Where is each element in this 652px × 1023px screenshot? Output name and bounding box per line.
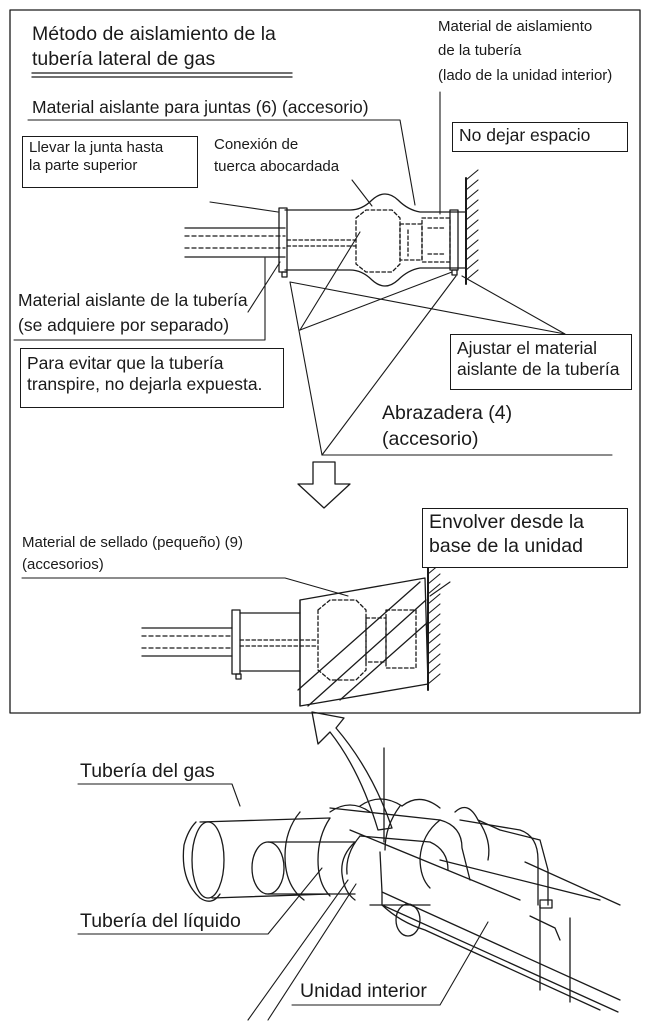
label-no-gap: No dejar espacio — [459, 125, 591, 145]
label-avoid-condensation-2: transpire, no dejarla expuesta. — [27, 374, 263, 395]
panel-frame — [9, 9, 641, 714]
label-flare-nut-2: tuerca abocardada — [214, 158, 340, 175]
label-indoor-unit: Unidad interior — [300, 980, 427, 1002]
label-bring-joint-top-1: Llevar la junta hasta — [29, 139, 164, 156]
label-adjust-insulation-1: Ajustar el material — [457, 338, 598, 358]
label-flare-nut-1: Conexión de — [214, 136, 299, 153]
label-liquid-pipe: Tubería del líquido — [80, 910, 241, 932]
label-adjust-insulation-2: aislante de la tubería — [457, 359, 620, 380]
label-box-no-gap: No dejar espacio — [452, 122, 628, 152]
down-arrow-icon — [297, 461, 351, 509]
upper-pipe-detail — [184, 169, 479, 287]
label-pipe-insulation-separate-1: Material aislante de la tubería — [18, 290, 248, 310]
lower-pipe-detail — [141, 563, 441, 707]
label-pipe-insulation-indoor-1: Material de aislamiento — [438, 18, 593, 35]
diagram-title-line2: tubería lateral de gas — [32, 48, 216, 70]
label-box-bring-joint-top: Llevar la junta hasta la parte superior — [22, 136, 198, 188]
label-box-wrap-from-base: Envolver desde la base de la unidad — [422, 508, 628, 568]
label-pipe-insulation-separate-2: (se adquiere por separado) — [18, 315, 230, 335]
label-wrap-from-base-1: Envolver desde la — [429, 511, 585, 533]
label-sealing-material-1: Material de sellado (pequeño) (9) — [22, 534, 243, 551]
diagram-title-line1: Método de aislamiento de la — [32, 23, 276, 45]
label-box-avoid-condensation: Para evitar que la tubería transpire, no… — [20, 348, 284, 408]
curved-arrow-icon — [311, 711, 393, 831]
label-bring-joint-top-2: la parte superior — [29, 157, 138, 175]
label-gas-pipe: Tubería del gas — [80, 760, 215, 782]
label-box-adjust-insulation: Ajustar el material aislante de la tuber… — [450, 334, 632, 390]
label-sealing-material-2: (accesorios) — [22, 556, 104, 573]
label-pipe-insulation-indoor-2: de la tubería — [438, 42, 522, 59]
label-pipe-insulation-indoor-3: (lado de la unidad interior) — [438, 67, 613, 84]
label-clamp-1: Abrazadera (4) — [382, 402, 513, 424]
label-joint-insulation: Material aislante para juntas (6) (acces… — [32, 97, 369, 117]
label-wrap-from-base-2: base de la unidad — [429, 534, 583, 557]
pipe-3d-illustration — [182, 711, 621, 1013]
label-clamp-2: (accesorio) — [382, 428, 479, 450]
label-avoid-condensation-1: Para evitar que la tubería — [27, 353, 224, 373]
